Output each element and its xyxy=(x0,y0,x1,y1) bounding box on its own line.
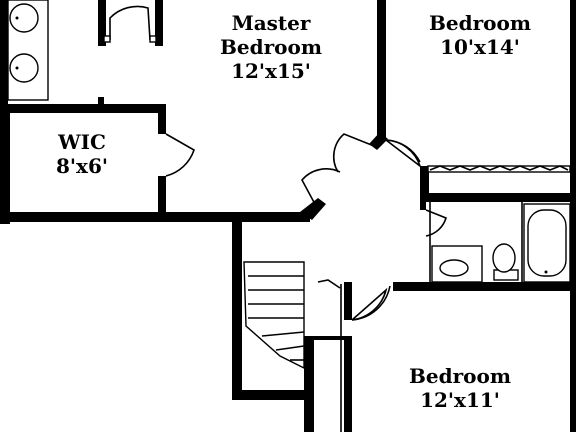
closet-door-swing xyxy=(109,5,151,41)
wall-closet-right xyxy=(155,0,163,46)
bedroom-upper-name: Bedroom xyxy=(429,11,531,35)
master-door-swing-1 xyxy=(301,168,341,207)
stairs xyxy=(243,261,305,370)
closet-door-jamb-r xyxy=(149,35,157,43)
wall-stair-top xyxy=(314,336,344,340)
doors xyxy=(103,5,447,321)
wall-wic-left xyxy=(0,104,10,224)
room-label-bedroom-lower: Bedroom 12'x11' xyxy=(409,364,511,412)
master-bath-fixtures xyxy=(7,0,49,101)
bedroom-lower-name: Bedroom xyxy=(409,364,511,388)
partitions xyxy=(340,202,523,432)
bedroom-lower-size: 12'x11' xyxy=(420,388,500,412)
wall-closet-left xyxy=(98,0,106,46)
wall-left-upper xyxy=(0,0,8,106)
wic-size: 8'x6' xyxy=(55,154,109,178)
wic-name: WIC xyxy=(58,130,106,154)
wic-door-swing xyxy=(165,133,195,177)
wall-right-edge xyxy=(570,0,576,432)
closet-door-jamb-l xyxy=(103,35,111,43)
wall-bath-bottom xyxy=(0,104,165,113)
bedroom-closet xyxy=(427,165,571,173)
wall-stair-bottom xyxy=(232,390,314,400)
hall-bath-fixtures xyxy=(431,203,571,283)
lower-bedroom-door-arc xyxy=(351,285,391,321)
room-label-master-bedroom: Master Bedroom 12'x15' xyxy=(220,11,322,83)
room-label-wic: WIC 8'x6' xyxy=(56,130,108,178)
wall-wic-right-lower xyxy=(158,176,166,220)
master-size: 12'x15' xyxy=(231,59,311,83)
wall-wic-bottom xyxy=(0,212,310,222)
wall-wic-right-upper xyxy=(158,104,166,134)
stair-door xyxy=(317,279,341,289)
wall-stair-right xyxy=(304,336,314,432)
room-label-bedroom-upper: Bedroom 10'x14' xyxy=(429,11,531,59)
toilet-icon xyxy=(492,243,516,273)
master-name-line1: Master xyxy=(231,11,311,35)
wall-bath-bottom-2 xyxy=(393,282,576,291)
bedroom-door-arc xyxy=(385,139,421,163)
bath-sink-icon xyxy=(439,259,469,277)
sink-lower-icon xyxy=(9,53,39,83)
wall-hall-right xyxy=(344,282,352,320)
wall-master-right xyxy=(377,0,386,138)
closet-zigzag xyxy=(429,165,569,171)
master-door-swing-2 xyxy=(332,133,375,173)
sink-upper-icon xyxy=(9,3,39,33)
bedroom-upper-size: 10'x14' xyxy=(440,35,520,59)
master-name-line2: Bedroom xyxy=(220,35,322,59)
bath-door-swing xyxy=(425,209,447,237)
wall-entry-corner xyxy=(300,198,326,220)
wall-stair-left xyxy=(232,212,242,400)
wall-bath-left-stub xyxy=(420,202,426,210)
wall-hall-right-lower xyxy=(344,336,352,432)
stair-landing xyxy=(243,261,305,370)
wall-closet-lower-stub xyxy=(98,97,104,107)
wall-bedroom-closet-left xyxy=(420,166,429,202)
wall-bedroom-bottom xyxy=(420,193,576,202)
bathtub-inner-icon xyxy=(527,209,567,277)
